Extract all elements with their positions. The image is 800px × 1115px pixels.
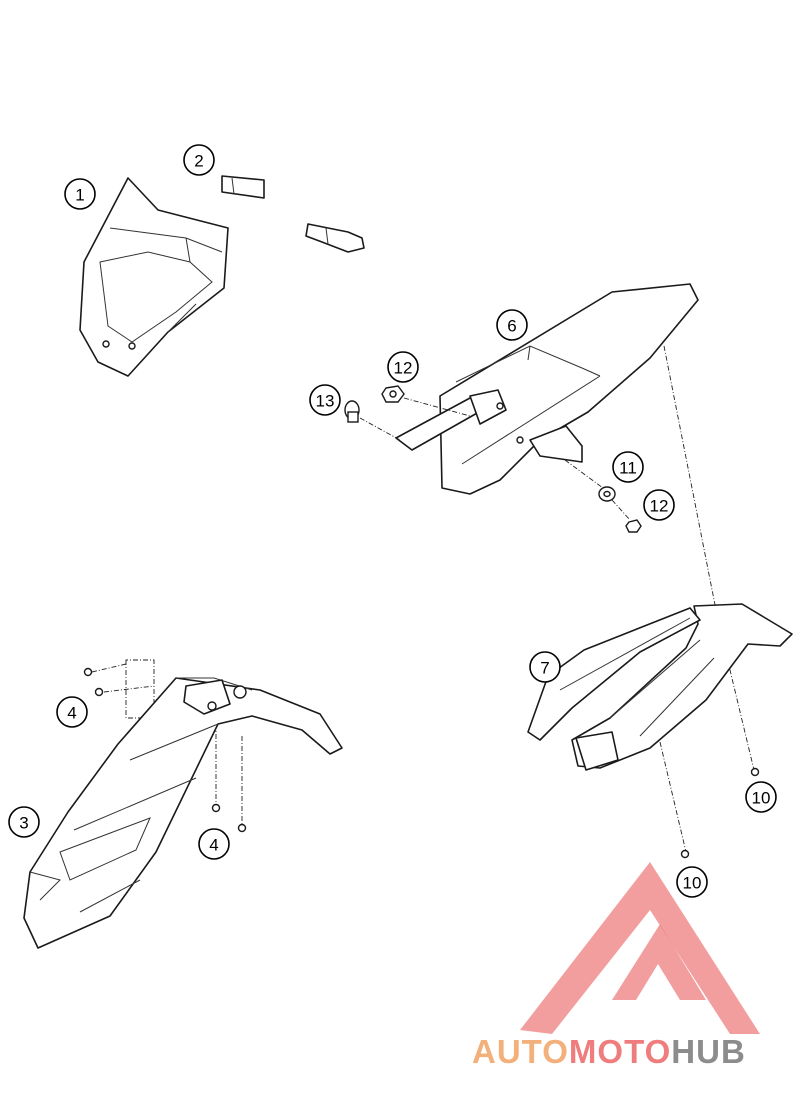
watermark-auto: AUTO xyxy=(472,1033,569,1070)
svg-text:12: 12 xyxy=(394,359,413,378)
svg-text:10: 10 xyxy=(752,789,771,808)
svg-text:11: 11 xyxy=(619,459,637,478)
watermark-logo xyxy=(520,862,760,1034)
nut-upper xyxy=(381,385,405,403)
svg-text:3: 3 xyxy=(19,814,28,833)
rear-fender xyxy=(395,283,699,495)
svg-text:1: 1 xyxy=(75,186,84,205)
callout-7: 7 xyxy=(529,651,561,683)
callout-4-lower: 4 xyxy=(198,828,230,860)
headlight-mask xyxy=(79,177,229,377)
callout-10-right: 10 xyxy=(745,781,777,813)
watermark-text: AUTOMOTOHUB xyxy=(472,1033,746,1070)
callout-6: 6 xyxy=(496,309,528,341)
watermark-hub: HUB xyxy=(671,1033,746,1070)
callout-13: 13 xyxy=(309,384,341,416)
callout-4-upper: 4 xyxy=(56,696,88,728)
screw-13 xyxy=(344,400,360,423)
callout-1: 1 xyxy=(64,178,96,210)
nut-lower xyxy=(625,519,642,533)
washer-11 xyxy=(598,486,616,502)
svg-text:12: 12 xyxy=(650,497,669,516)
callout-11: 11 xyxy=(612,451,644,483)
callout-3: 3 xyxy=(8,806,40,838)
svg-text:10: 10 xyxy=(683,874,702,893)
leader-lines xyxy=(91,345,755,853)
watermark-moto: MOTO xyxy=(569,1033,671,1070)
callout-12-upper: 12 xyxy=(387,351,419,383)
headlight-clamp xyxy=(221,175,365,253)
callout-12-lower: 12 xyxy=(643,489,675,521)
callout-10-lower: 10 xyxy=(676,866,708,898)
svg-text:4: 4 xyxy=(67,704,76,723)
fender-bolts xyxy=(83,667,247,833)
side-panels xyxy=(527,603,793,859)
svg-text:13: 13 xyxy=(316,392,335,411)
front-fender xyxy=(23,677,343,949)
svg-text:6: 6 xyxy=(507,317,516,336)
callout-2: 2 xyxy=(183,144,215,176)
svg-text:2: 2 xyxy=(194,152,203,171)
svg-text:4: 4 xyxy=(209,836,218,855)
svg-text:7: 7 xyxy=(540,659,549,678)
